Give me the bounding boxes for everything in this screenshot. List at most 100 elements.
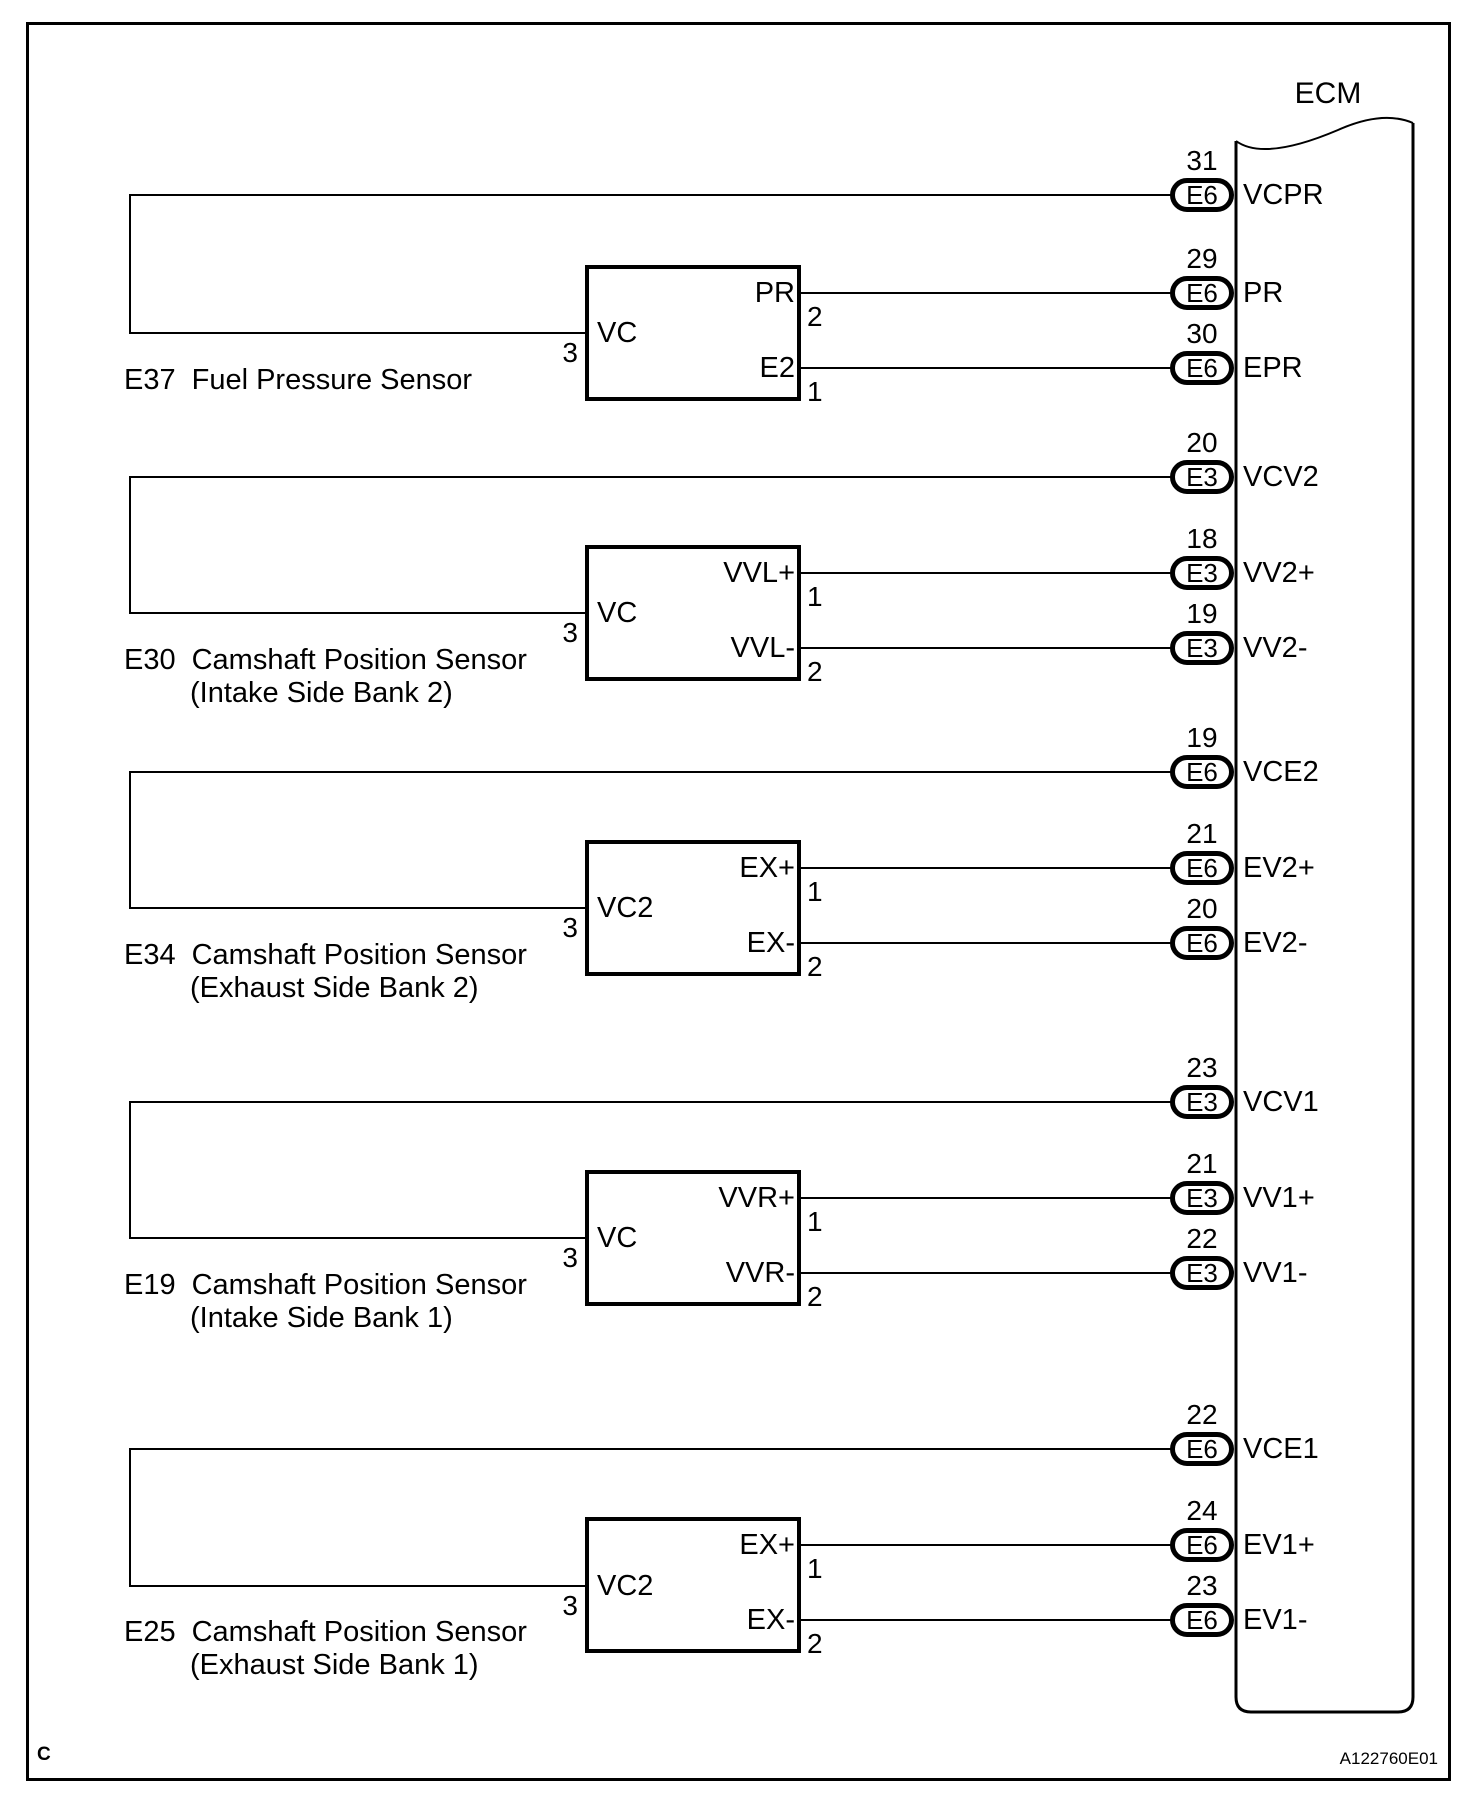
pin-oval: E6 [1170,755,1234,789]
pin-oval: E6 [1170,351,1234,385]
pin-signal-label: VCE2 [1243,756,1319,788]
terminal-pin-number: 3 [562,617,578,648]
pin-oval: E3 [1170,1085,1234,1119]
ecm-top-wave [1235,116,1414,151]
wire-vce2-loop [129,771,1172,909]
pin-connector-label: E6 [1186,179,1218,210]
pin-oval: E3 [1170,631,1234,665]
pin-number: 23 [1186,1570,1218,1601]
ecm-label: ECM [1294,77,1362,110]
pin-number: 23 [1186,1052,1218,1083]
sensor-code: E19 [124,1269,176,1301]
sensor-name: Camshaft Position Sensor [191,939,527,971]
sensor-label: E30 Camshaft Position Sensor [124,645,527,675]
pin-number: 21 [1186,818,1218,849]
pin-number: 22 [1186,1399,1218,1430]
sensor-terminal-out1: VVL+ [723,557,795,589]
terminal-pin-number: 2 [807,951,823,982]
pin-connector-label: E6 [1186,756,1218,787]
pin-connector-label: E3 [1186,1182,1218,1213]
sensor-terminal-vc: VC2 [597,892,654,924]
pin-oval: E6 [1170,1603,1234,1637]
sensor-terminal-vc: VC2 [597,1570,654,1602]
sensor-code: E37 [124,364,176,396]
terminal-pin-number: 1 [807,376,823,407]
sensor-name: Fuel Pressure Sensor [191,364,473,396]
figure-id: A122760E01 [1339,1749,1438,1768]
terminal-pin-number: 1 [807,1553,823,1584]
pin-number: 29 [1186,243,1218,274]
wire-vcpr-loop [129,194,1172,334]
ecm-outline [1234,123,1415,1714]
sensor-label: E37 Fuel Pressure Sensor [124,365,472,395]
wire-vce1-loop [129,1448,1172,1587]
pin-signal-label: VV1+ [1243,1182,1315,1214]
pin-number: 18 [1186,523,1218,554]
sensor-label: E25 Camshaft Position Sensor [124,1617,527,1647]
page-border [26,22,1451,1781]
pin-signal-label: VCE1 [1243,1433,1319,1465]
sensor-box-e37 [585,265,801,401]
pin-signal-label: VV2- [1243,632,1308,664]
pin-signal-label: VV1- [1243,1257,1308,1289]
terminal-pin-number: 3 [562,337,578,368]
sensor-label-line2: (Exhaust Side Bank 2) [190,972,479,1004]
pin-oval: E6 [1170,178,1234,212]
sensor-code: E34 [124,939,176,971]
wire-vcv1-loop [129,1101,1172,1239]
pin-signal-label: EV1+ [1243,1529,1315,1561]
terminal-pin-number: 2 [807,301,823,332]
pin-signal-label: VV2+ [1243,557,1315,589]
sensor-terminal-out1: VVR+ [718,1182,795,1214]
pin-connector-label: E6 [1186,1433,1218,1464]
sensor-name: Camshaft Position Sensor [191,644,527,676]
pin-connector-label: E6 [1186,852,1218,883]
pin-number: 21 [1186,1148,1218,1179]
pin-oval: E6 [1170,851,1234,885]
terminal-pin-number: 2 [807,656,823,687]
pin-signal-label: EV2- [1243,927,1308,959]
sensor-terminal-out1: EX+ [739,852,795,884]
sensor-terminal-out1: PR [754,277,795,309]
sensor-name: Camshaft Position Sensor [191,1616,527,1648]
pin-connector-label: E3 [1186,461,1218,492]
sensor-box-e25 [585,1517,801,1653]
pin-connector-label: E6 [1186,1529,1218,1560]
pin-signal-label: EV2+ [1243,852,1315,884]
terminal-pin-number: 1 [807,1206,823,1237]
sensor-box-e19 [585,1170,801,1306]
pin-number: 24 [1186,1495,1218,1526]
pin-number: 20 [1186,427,1218,458]
pin-oval: E6 [1170,1432,1234,1466]
pin-oval: E3 [1170,556,1234,590]
terminal-pin-number: 1 [807,876,823,907]
terminal-pin-number: 2 [807,1628,823,1659]
sensor-terminal-vc: VC [597,597,638,629]
pin-oval: E3 [1170,460,1234,494]
sensor-terminal-out1: EX+ [739,1529,795,1561]
sensor-terminal-vc: VC [597,1222,638,1254]
sensor-label: E19 Camshaft Position Sensor [124,1270,527,1300]
pin-number: 20 [1186,893,1218,924]
pin-oval: E6 [1170,276,1234,310]
sensor-code: E25 [124,1616,176,1648]
pin-oval: E6 [1170,1528,1234,1562]
corner-mark: C [37,1744,51,1765]
terminal-pin-number: 3 [562,1242,578,1273]
wire-vcv2-loop [129,476,1172,614]
sensor-label-line2: (Exhaust Side Bank 1) [190,1649,479,1681]
pin-signal-label: EV1- [1243,1604,1308,1636]
pin-connector-label: E3 [1186,1257,1218,1288]
sensor-terminal-out2: VVR- [725,1257,795,1289]
sensor-code: E30 [124,644,176,676]
sensor-terminal-out2: VVL- [730,632,795,664]
pin-signal-label: PR [1243,277,1284,309]
terminal-pin-number: 3 [562,912,578,943]
pin-signal-label: VCV1 [1243,1086,1319,1118]
sensor-label-line2: (Intake Side Bank 1) [190,1302,453,1334]
sensor-terminal-out2: EX- [746,927,795,959]
pin-number: 30 [1186,318,1218,349]
sensor-name: Camshaft Position Sensor [191,1269,527,1301]
